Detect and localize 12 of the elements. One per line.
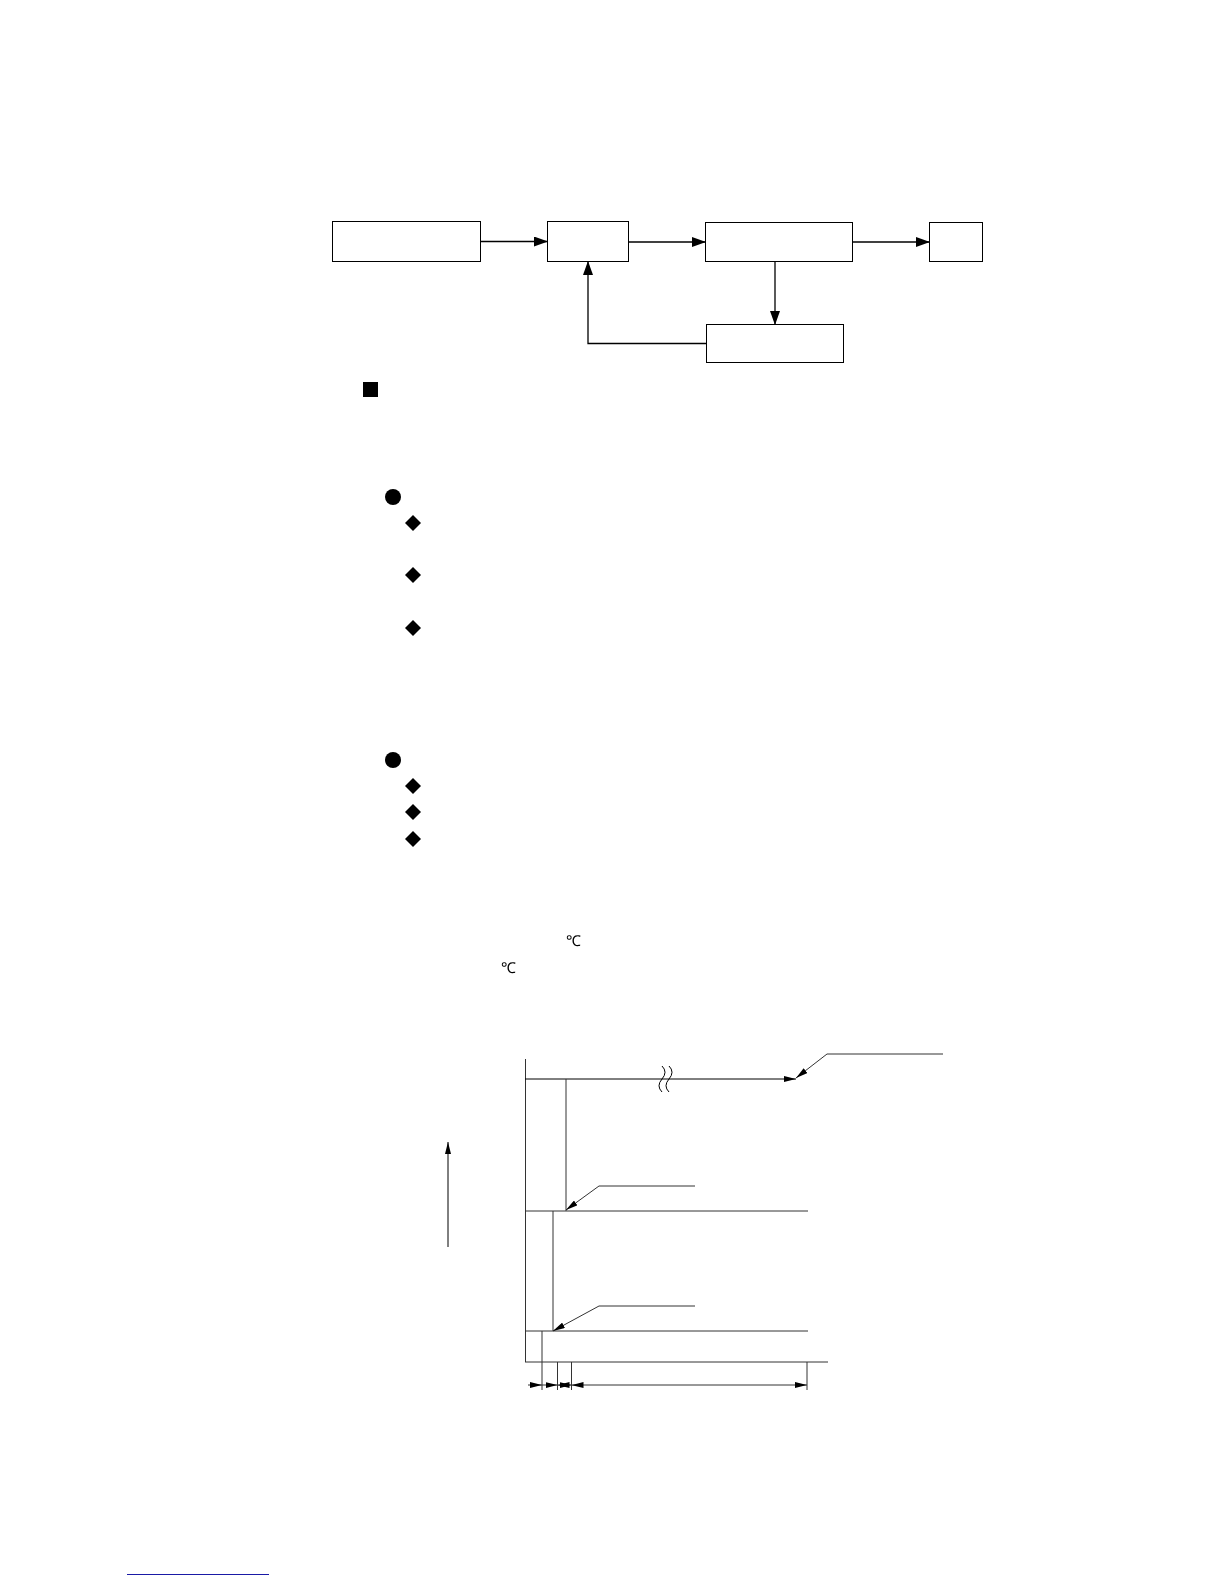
process-box <box>705 222 853 262</box>
arrow <box>480 236 548 247</box>
arrow <box>770 261 780 325</box>
arrow <box>852 237 930 247</box>
arrow <box>583 261 707 345</box>
process-box <box>547 221 629 262</box>
unit-label: ℃ <box>501 960 516 977</box>
process-box <box>929 222 983 262</box>
process-box <box>706 324 844 363</box>
arrow <box>628 237 706 247</box>
process-box <box>332 221 481 262</box>
unit-label: ℃ <box>566 933 581 950</box>
